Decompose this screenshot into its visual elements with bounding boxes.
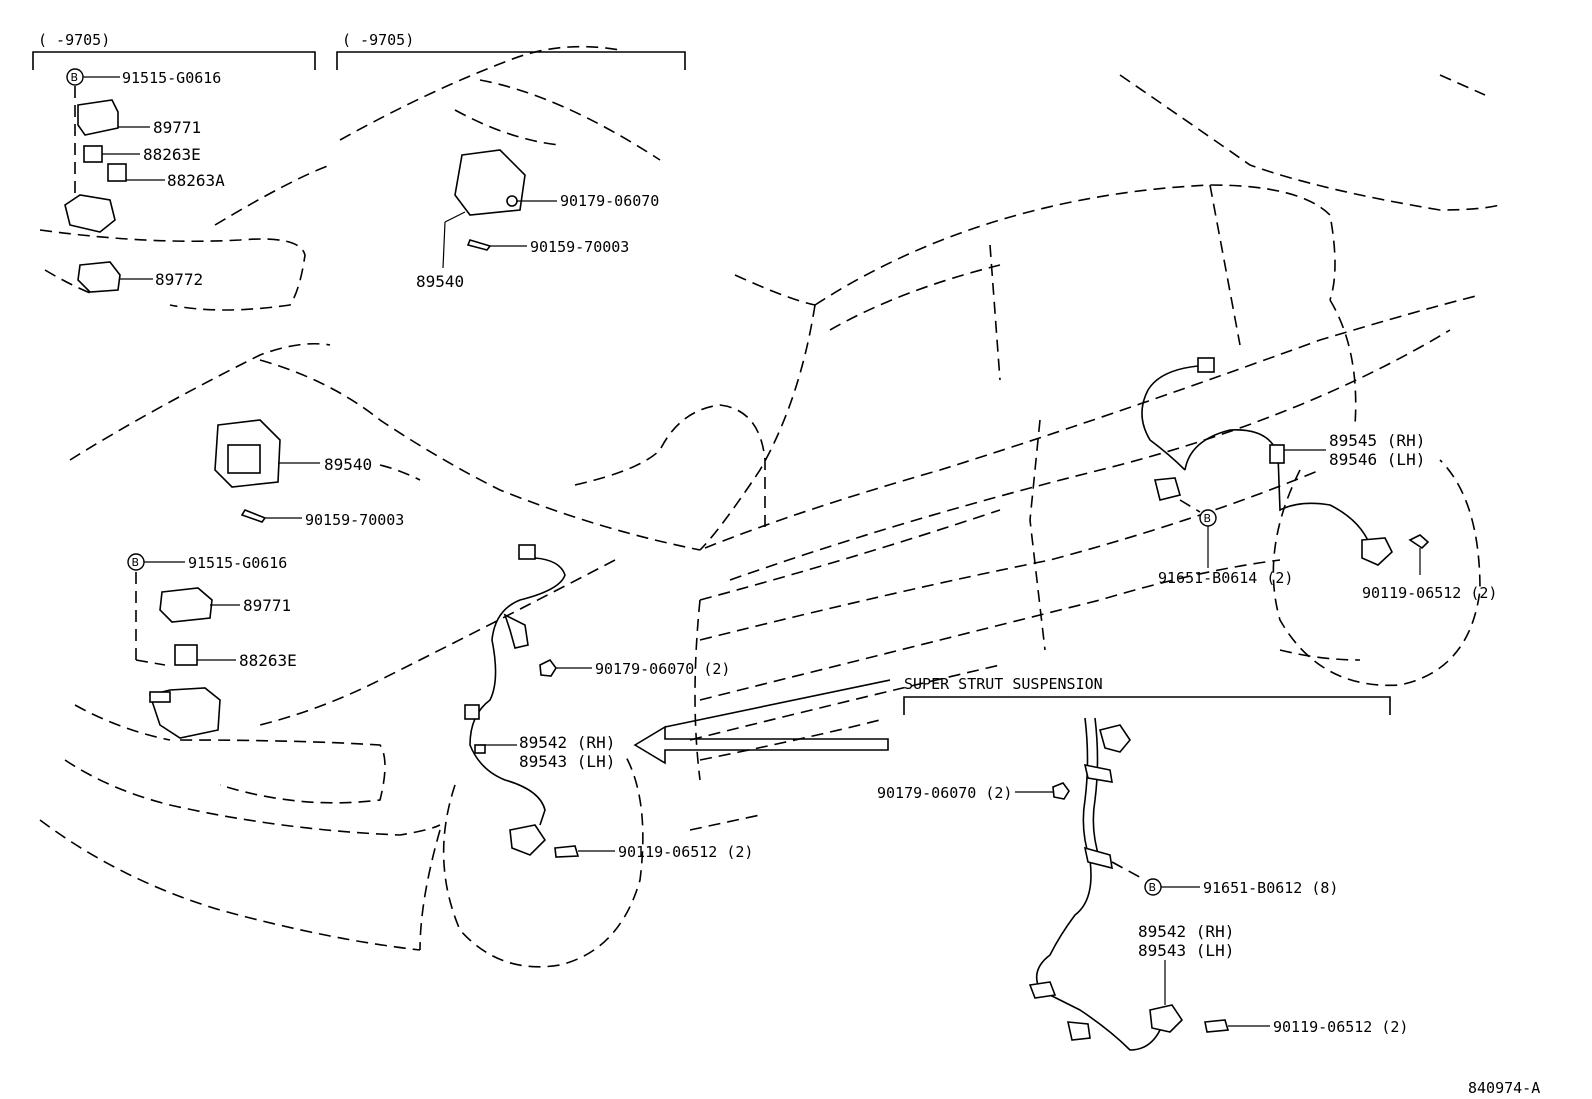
range-label-left: ( -9705) — [38, 31, 110, 49]
super-strut-title: SUPER STRUT SUSPENSION — [904, 675, 1103, 693]
svg-text:B: B — [132, 556, 140, 569]
relay-89771-mid-icon — [159, 587, 213, 623]
relay-88263A-icon — [107, 163, 127, 182]
front-connector-icon — [518, 544, 536, 560]
relay-88263E-mid-icon — [174, 644, 198, 666]
label-89542-strut: 89542 (RH) — [1138, 922, 1234, 941]
label-91651-strut: 91651-B0612 (8) — [1203, 879, 1338, 897]
label-89540-top: 89540 — [416, 272, 464, 291]
svg-text:B: B — [1149, 881, 1157, 894]
bolt-icon — [554, 845, 580, 858]
label-91651-rear: 91651-B0614 (2) — [1158, 569, 1293, 587]
label-88263E-top: 88263E — [143, 145, 201, 164]
super-strut-group: SUPER STRUT SUSPENSION 90179-06070 (2) B… — [877, 675, 1408, 1051]
label-88263A-top: 88263A — [167, 171, 225, 190]
label-89543-center: 89543 (LH) — [519, 752, 615, 771]
nut-icon — [539, 658, 557, 677]
label-89545: 89545 (RH) — [1329, 431, 1425, 450]
b-mark-text: B — [71, 71, 79, 84]
bracket-89772-icon — [77, 261, 121, 293]
front-sensor-head-icon — [509, 824, 547, 856]
label-89771-top: 89771 — [153, 118, 201, 137]
front-sensor-group: 90179-06070 (2) 89542 (RH) 89543 (LH) 90… — [464, 544, 891, 861]
label-89772: 89772 — [155, 270, 203, 289]
relay-89771-icon — [77, 99, 119, 136]
relay-88263E-icon — [83, 145, 103, 163]
label-90119-strut: 90119-06512 (2) — [1273, 1018, 1408, 1036]
label-89542-center: 89542 (RH) — [519, 733, 615, 752]
label-89771-mid: 89771 — [243, 596, 291, 615]
label-88263E-mid: 88263E — [239, 651, 297, 670]
top-left-group: ( -9705) B 91515-G0616 89771 88263E 8826… — [32, 31, 316, 293]
top-middle-group: ( -9705) 90179-06070 90159-70003 89540 — [336, 31, 686, 291]
label-90179-top: 90179-06070 — [560, 192, 659, 210]
label-89543-strut: 89543 (LH) — [1138, 941, 1234, 960]
label-90159-top: 90159-70003 — [530, 238, 629, 256]
rear-sensor-head-icon — [1361, 537, 1393, 566]
svg-text:B: B — [1204, 512, 1212, 525]
label-90179-center: 90179-06070 (2) — [595, 660, 730, 678]
middle-left-group: 89540 90159-70003 B 91515-G0616 89771 88… — [127, 419, 421, 739]
arrow-icon — [633, 725, 889, 765]
diagram-id-label: 840974-A — [1468, 1079, 1540, 1097]
label-89540-mid: 89540 — [324, 455, 372, 474]
strut-sensor-head-icon — [1149, 1004, 1184, 1033]
strut-connector-icon — [1099, 724, 1131, 753]
range-label-right: ( -9705) — [342, 31, 414, 49]
label-90119-center: 90119-06512 (2) — [618, 843, 753, 861]
label-89546: 89546 (LH) — [1329, 450, 1425, 469]
rear-connector-icon — [1197, 357, 1215, 373]
bracket-icon — [64, 194, 116, 233]
label-90119-rear: 90119-06512 (2) — [1362, 584, 1497, 602]
label-91515-top: 91515-G0616 — [122, 69, 221, 87]
rear-sensor-group: 89545 (RH) 89546 (LH) B 91651-B0614 (2) … — [1141, 357, 1497, 602]
label-90179-strut: 90179-06070 (2) — [877, 784, 1012, 802]
car-body-outline — [39, 45, 1501, 968]
label-90159-mid: 90159-70003 — [305, 511, 404, 529]
label-91515-mid: 91515-G0616 — [188, 554, 287, 572]
